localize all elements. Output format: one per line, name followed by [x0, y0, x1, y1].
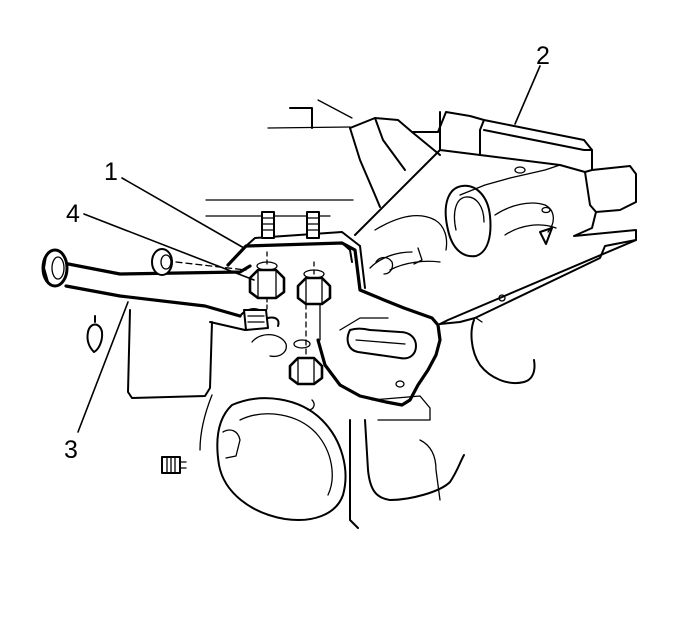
leader-2: [514, 65, 541, 125]
crossmember-bracket: [205, 99, 637, 384]
leader-1: [121, 177, 245, 249]
callout-2: 2: [536, 42, 550, 70]
nut-lower: [288, 356, 324, 386]
nut-left: [248, 261, 286, 300]
leader-lines: [77, 65, 541, 433]
callout-1: 1: [104, 158, 118, 186]
leader-4: [83, 213, 255, 281]
callout-4: 4: [66, 200, 80, 228]
leader-3: [77, 301, 129, 433]
nut-right: [296, 269, 332, 306]
stud-left: [261, 211, 275, 239]
brace-rod: [41, 248, 263, 318]
mount-bracket: [226, 231, 442, 407]
engine-block-outline: [127, 309, 465, 529]
bolt-lower: [243, 309, 280, 331]
stud-right: [306, 211, 320, 239]
alignment-dashes: [251, 251, 315, 411]
callout-3: 3: [64, 436, 78, 464]
bolt-loose: [161, 456, 187, 474]
wire-clip: [86, 315, 104, 353]
